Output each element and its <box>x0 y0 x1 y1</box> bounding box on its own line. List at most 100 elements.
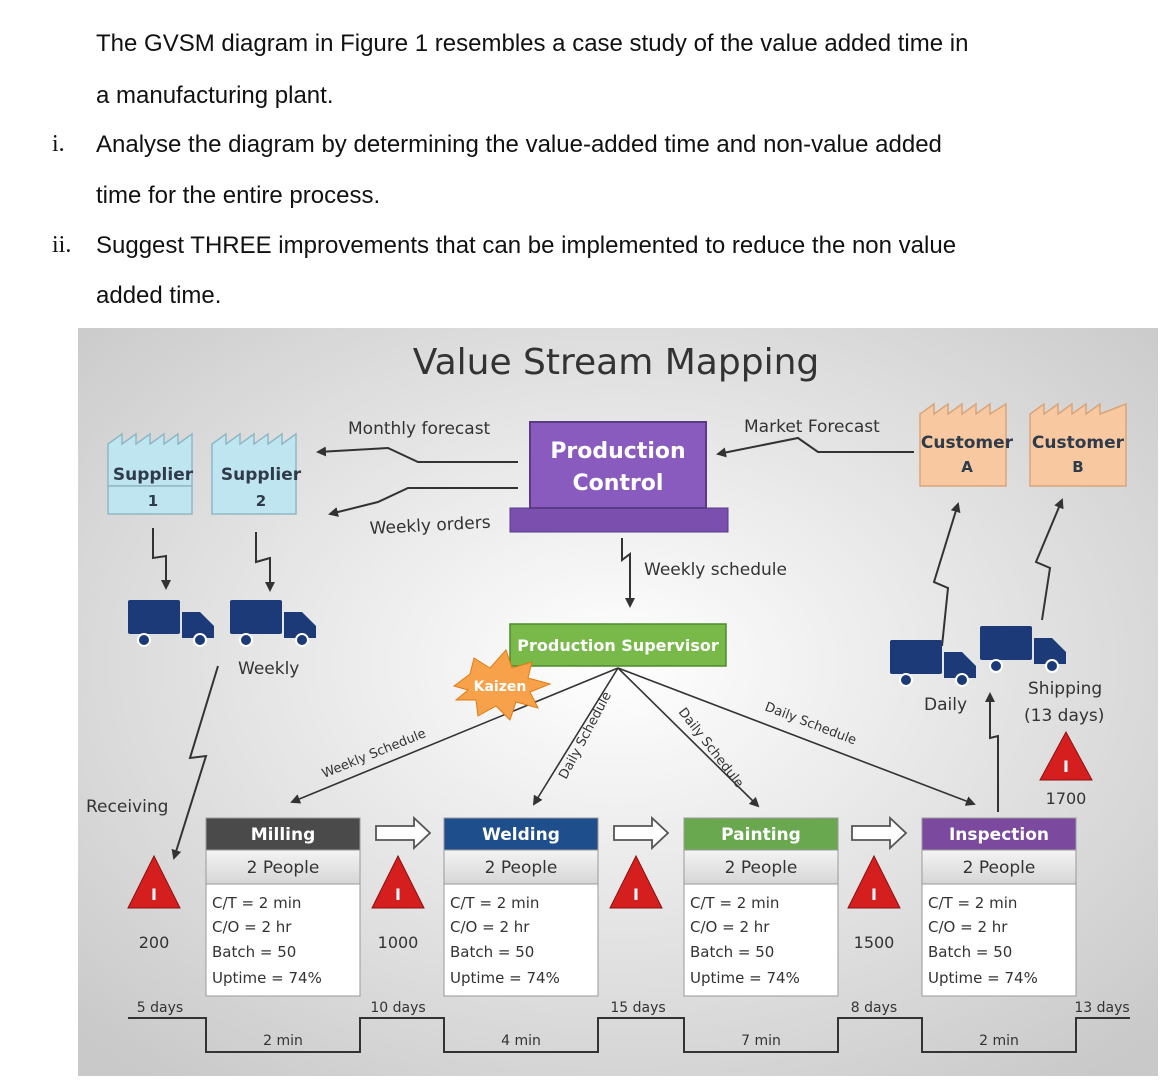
push-arrow-1 <box>375 815 432 851</box>
milling-people: 2 People <box>247 858 320 878</box>
inventory-value-4: 1700 <box>1046 789 1087 808</box>
customer-a-id: A <box>961 458 973 476</box>
truck-supplier-2-icon <box>230 600 316 647</box>
market-forecast-label: Market Forecast <box>744 417 880 437</box>
inspection-uptime: Uptime = 74% <box>928 969 1038 987</box>
timeline-process-4: 2 min <box>979 1033 1019 1049</box>
item-1-line-1: Analyse the diagram by determining the v… <box>96 131 942 158</box>
inventory-triangle-3: I <box>609 854 663 909</box>
shipping-days-label: (13 days) <box>1024 706 1104 726</box>
truck-supplier-1-icon <box>128 600 214 647</box>
svg-text:I: I <box>871 885 877 904</box>
customer-b-flow <box>1034 498 1064 621</box>
item-1-number: i. <box>52 131 65 157</box>
information-flow-lines <box>152 436 1064 647</box>
truck-customer-b-icon <box>980 626 1066 673</box>
monthly-forecast-label: Monthly forecast <box>348 419 491 439</box>
production-control-line-1: Production <box>550 439 685 464</box>
svg-text:1: 1 <box>148 492 158 510</box>
shipping-flow <box>985 692 999 812</box>
daily-schedule-to-inspection <box>617 667 976 806</box>
supplier-2-label: Supplier <box>221 465 302 485</box>
receiving-label: Receiving <box>86 797 168 817</box>
welding-uptime: Uptime = 74% <box>450 969 560 987</box>
inspection-title: Inspection <box>949 825 1049 845</box>
timeline-process-2: 4 min <box>501 1033 541 1049</box>
painting-batch: Batch = 50 <box>690 943 774 961</box>
milling-uptime: Uptime = 74% <box>212 969 322 987</box>
truck-customer-a-icon <box>890 640 976 687</box>
market-forecast-flow <box>716 436 914 458</box>
supplier-1-factory: Supplier 1 1 <box>107 432 194 515</box>
inventory-triangle-2: I <box>371 854 425 909</box>
inspection-batch: Batch = 50 <box>928 943 1012 961</box>
trucks <box>128 600 1066 687</box>
production-control-box: Production Control <box>509 421 729 533</box>
supplier-1-flow <box>152 528 171 590</box>
weekly-schedule-to-milling <box>290 667 619 804</box>
inspection-ct: C/T = 2 min <box>928 894 1017 912</box>
material-flow-lines <box>171 665 999 860</box>
supplier-2-number: 2 <box>256 492 266 510</box>
milling-ct: C/T = 2 min <box>212 894 301 912</box>
welding-batch: Batch = 50 <box>450 943 534 961</box>
production-supervisor-label: Production Supervisor <box>517 636 719 655</box>
timeline-wait-1: 5 days <box>137 1000 183 1016</box>
welding-title: Welding <box>482 825 560 845</box>
inventory-value-3: 1500 <box>854 933 895 952</box>
supplier-2-factory: Supplier 2 <box>211 432 302 515</box>
timeline-process-3: 7 min <box>741 1033 781 1049</box>
milling-batch: Batch = 50 <box>212 943 296 961</box>
kaizen-label: Kaizen <box>474 679 527 695</box>
intro-line-2: a manufacturing plant. <box>96 82 334 109</box>
inventory-triangles: I I I I I <box>127 730 1093 909</box>
milling-co: C/O = 2 hr <box>212 918 292 936</box>
production-control-line-2: Control <box>573 471 664 496</box>
monthly-forecast-flow <box>316 446 518 463</box>
weekly-orders-flow <box>328 487 518 517</box>
shipping-label: Shipping <box>1028 679 1102 699</box>
inventory-triangle-1: I <box>127 854 181 909</box>
customer-a-flow <box>932 502 961 647</box>
intro-line-1: The GVSM diagram in Figure 1 resembles a… <box>96 30 969 57</box>
svg-text:I: I <box>395 885 401 904</box>
painting-uptime: Uptime = 74% <box>690 969 800 987</box>
svg-text:I: I <box>151 885 157 904</box>
customer-b-label: Customer <box>1032 433 1125 453</box>
inventory-value-1: 200 <box>139 933 170 952</box>
customer-a-label: Customer <box>921 433 1014 453</box>
process-painting: Painting 2 People C/T = 2 min C/O = 2 hr… <box>683 817 839 997</box>
timeline-ladder <box>128 1017 1130 1053</box>
customer-a-factory: Customer A <box>919 402 1014 487</box>
daily-schedule-to-painting <box>617 667 760 808</box>
item-2-line-1: Suggest THREE improvements that can be i… <box>96 232 957 259</box>
kaizen-burst: Kaizen <box>452 649 552 721</box>
customer-b-id: B <box>1072 458 1083 476</box>
process-milling: Milling 2 People C/T = 2 min C/O = 2 hr … <box>205 817 361 997</box>
timeline-wait-4: 8 days <box>851 1000 897 1016</box>
weekly-label: Weekly <box>238 659 299 679</box>
item-2-number: ii. <box>52 232 72 258</box>
inspection-co: C/O = 2 hr <box>928 918 1008 936</box>
weekly-schedule-flow <box>621 538 635 608</box>
supplier-2-flow <box>255 532 275 592</box>
inspection-people: 2 People <box>963 858 1036 878</box>
daily-schedule-to-welding <box>532 667 619 806</box>
inventory-value-2: 1000 <box>378 933 419 952</box>
diagram-title: Value Stream Mapping <box>413 342 820 383</box>
timeline-wait-5: 13 days <box>1074 1000 1129 1016</box>
push-arrows <box>375 815 908 851</box>
push-arrow-2 <box>613 815 670 851</box>
timeline-wait-2: 10 days <box>370 1000 425 1016</box>
welding-co: C/O = 2 hr <box>450 918 530 936</box>
customer-b-factory: Customer B <box>1029 402 1127 487</box>
supplier-1-label: Supplier <box>113 465 194 485</box>
daily-label: Daily <box>924 695 967 715</box>
painting-ct: C/T = 2 min <box>690 894 779 912</box>
receiving-flow <box>171 665 219 860</box>
timeline-wait-3: 15 days <box>610 1000 665 1016</box>
timeline-process-1: 2 min <box>263 1033 303 1049</box>
painting-co: C/O = 2 hr <box>690 918 770 936</box>
svg-text:I: I <box>1063 757 1069 776</box>
welding-people: 2 People <box>485 858 558 878</box>
